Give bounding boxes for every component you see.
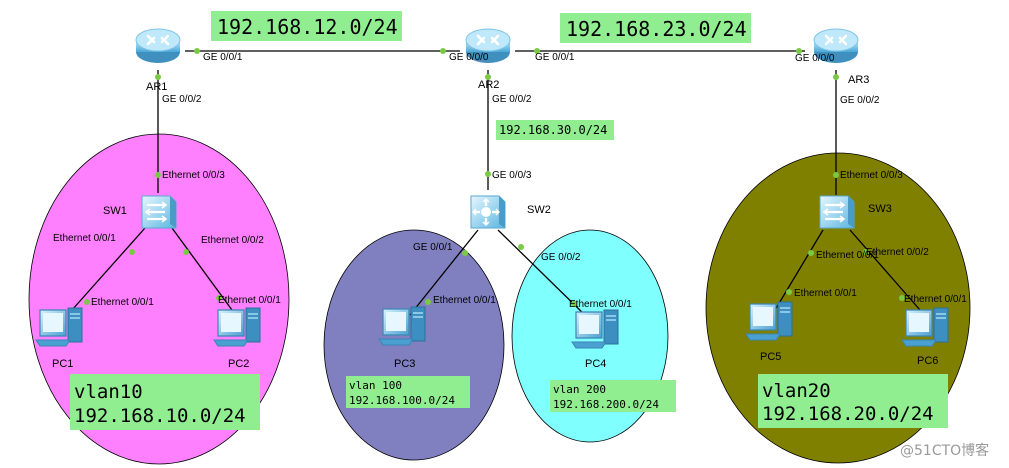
- link-sw1-pc1: [71, 227, 146, 311]
- vlan100-area: [323, 229, 505, 461]
- port-label-sw1-e003: Ethernet 0/0/3: [162, 170, 225, 181]
- port-label-ar2-ge002: GE 0/0/2: [492, 94, 532, 105]
- device-label-ar1: AR1: [146, 81, 167, 93]
- vlan100-label: vlan 100 192.168.100.0/24: [346, 376, 470, 408]
- device-label-ar3: AR3: [848, 74, 869, 86]
- switch-icon[interactable]: [818, 194, 856, 230]
- device-label-ar2: AR2: [478, 79, 499, 91]
- port-label-sw1-e001: Ethernet 0/0/1: [53, 233, 116, 244]
- device-label-pc4: PC4: [585, 358, 606, 370]
- svg-text:vlan 100: vlan 100: [349, 379, 402, 392]
- pc-icon[interactable]: [901, 307, 949, 347]
- svg-text:192.168.12.0/24: 192.168.12.0/24: [217, 15, 398, 39]
- device-label-sw3: SW3: [868, 203, 892, 215]
- vlan20-label: vlan20 192.168.20.0/24: [758, 374, 948, 428]
- svg-text:192.168.23.0/24: 192.168.23.0/24: [566, 17, 747, 41]
- device-label-pc1: PC1: [52, 358, 73, 370]
- pc-icon[interactable]: [745, 301, 793, 341]
- svg-text:192.168.10.0/24: 192.168.10.0/24: [74, 405, 246, 427]
- port-label-ar3-ge000: GE 0/0/0: [795, 53, 835, 64]
- link-sw2-pc3: [409, 229, 479, 316]
- port-label-sw3-e003: Ethernet 0/0/3: [840, 170, 903, 181]
- device-label-sw1: SW1: [103, 205, 127, 217]
- network-label-30: 192.168.30.0/24: [496, 120, 614, 140]
- port-label-sw3-e002: Ethernet 0/0/2: [866, 247, 929, 258]
- port-label-ar3-ge002: GE 0/0/2: [840, 95, 880, 106]
- port-label-sw2-ge002: GE 0/0/2: [541, 252, 581, 263]
- port-label-ar2-ge001: GE 0/0/1: [535, 52, 575, 63]
- device-label-pc6: PC6: [917, 355, 938, 367]
- svg-text:192.168.200.0/24: 192.168.200.0/24: [553, 398, 659, 411]
- port-label-pc5-e001: Ethernet 0/0/1: [794, 288, 857, 299]
- port-label-ar1-ge002: GE 0/0/2: [162, 94, 202, 105]
- svg-text:vlan20: vlan20: [762, 380, 831, 402]
- pc-icon[interactable]: [571, 309, 619, 349]
- l3-switch-icon[interactable]: [469, 194, 507, 230]
- device-label-pc2: PC2: [228, 358, 249, 370]
- port-label-sw3-e001: Ethernet 0/0/1: [816, 250, 879, 261]
- router-icon[interactable]: [134, 27, 182, 65]
- svg-text:vlan 200: vlan 200: [553, 383, 606, 396]
- pc-icon[interactable]: [35, 307, 83, 347]
- svg-text:192.168.20.0/24: 192.168.20.0/24: [762, 403, 934, 425]
- svg-text:192.168.100.0/24: 192.168.100.0/24: [349, 394, 455, 407]
- port-label-pc4-e001: Ethernet 0/0/1: [569, 299, 632, 310]
- switch-icon[interactable]: [140, 194, 178, 230]
- device-label-sw2: SW2: [527, 204, 551, 216]
- port-label-sw1-e002: Ethernet 0/0/2: [201, 235, 264, 246]
- port-label-ar1-ge001: GE 0/0/1: [203, 52, 243, 63]
- network-label-12: 192.168.12.0/24: [211, 11, 402, 41]
- svg-text:192.168.30.0/24: 192.168.30.0/24: [499, 123, 607, 137]
- svg-text:vlan10: vlan10: [74, 381, 143, 403]
- port-label-ar2-ge000: GE 0/0/0: [449, 52, 489, 63]
- port-dots: [84, 48, 905, 307]
- watermark: @51CTO博客: [900, 442, 989, 459]
- vlan10-label: vlan10 192.168.10.0/24: [70, 374, 260, 430]
- port-label-sw2-ge001: GE 0/0/1: [413, 242, 453, 253]
- vlan200-label: vlan 200 192.168.200.0/24: [550, 380, 676, 412]
- device-label-pc5: PC5: [760, 351, 781, 363]
- link-sw1-pc2: [171, 227, 233, 311]
- port-label-sw2-ge003: GE 0/0/3: [492, 170, 532, 181]
- port-label-pc3-e001: Ethernet 0/0/1: [433, 295, 496, 306]
- port-label-pc6-e001: Ethernet 0/0/1: [904, 294, 967, 305]
- port-label-pc2-e001: Ethernet 0/0/1: [218, 295, 281, 306]
- link-sw3-pc6: [849, 229, 921, 311]
- network-label-23: 192.168.23.0/24: [560, 13, 751, 43]
- link-sw3-pc5: [774, 229, 824, 311]
- device-label-pc3: PC3: [394, 358, 415, 370]
- pc-icon[interactable]: [213, 307, 261, 347]
- pc-icon[interactable]: [378, 306, 426, 346]
- port-label-pc1-e001: Ethernet 0/0/1: [91, 297, 154, 308]
